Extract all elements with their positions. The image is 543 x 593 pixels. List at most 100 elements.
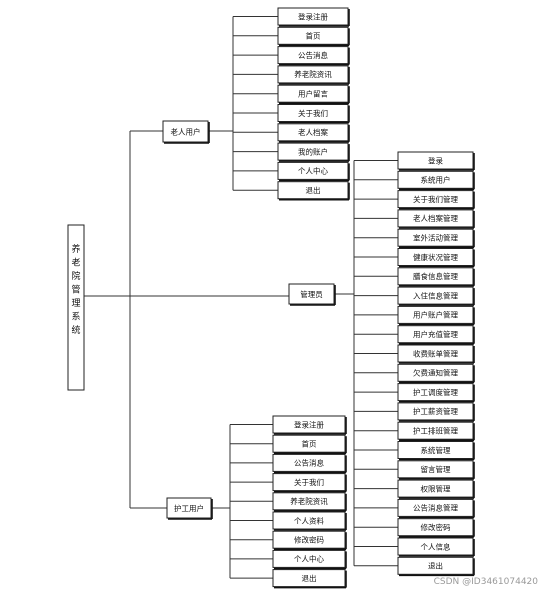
- admin-child-label: 权限管理: [421, 483, 451, 493]
- elder-child-label: 登录注册: [298, 11, 328, 21]
- admin-child-label: 修改密码: [421, 522, 451, 532]
- admin-child-box: [397, 248, 474, 266]
- admin-child-label: 公告消息管理: [413, 503, 458, 513]
- admin-child-node: 权限管理: [397, 479, 475, 499]
- caregiver-child-box: [272, 473, 346, 492]
- caregiver-child-node: 养老院资讯: [272, 492, 347, 512]
- root-label: 养老院管理系统: [71, 243, 80, 336]
- elder-child-node: 用户留言: [277, 84, 350, 104]
- elder-child-label: 首页: [306, 31, 321, 41]
- admin-child-label: 系统管理: [421, 445, 451, 455]
- admin-child-label: 收费账单管理: [413, 348, 458, 358]
- admin-child-node: 个人信息: [397, 537, 475, 557]
- admin-child-node: 退出: [397, 556, 475, 577]
- admin-child-node: 登录: [397, 151, 475, 171]
- admin-child-label: 退出: [428, 561, 443, 571]
- admin-child-node: 护工排班管理: [397, 421, 475, 442]
- admin-child-node: 室外活动管理: [397, 228, 475, 248]
- admin-child-box: [397, 421, 474, 440]
- admin-child-box: [397, 228, 474, 247]
- admin-child-label: 关于我们管理: [413, 194, 458, 204]
- admin-child-box: [397, 170, 474, 189]
- admin-child-node: 入住信息管理: [397, 286, 475, 306]
- elder-child-label: 公告消息: [298, 50, 328, 60]
- admin-child-label: 室外活动管理: [413, 233, 458, 243]
- caregiver-child-box: [272, 453, 346, 472]
- admin-child-label: 用户账户管理: [413, 310, 458, 320]
- elder-child-label: 我的账户: [298, 146, 328, 156]
- admin-child-box: [397, 209, 474, 228]
- elder-child-box: [277, 26, 349, 45]
- admin-child-box: [397, 286, 474, 305]
- caregiver-child-node: 个人资料: [272, 511, 347, 531]
- caregiver-child-label: 公告消息: [294, 458, 324, 468]
- connector-lines: [84, 16, 398, 579]
- elder-child-box: [277, 142, 349, 161]
- admin-child-label: 老人档案管理: [413, 213, 458, 223]
- admin-child-node: 系统管理: [397, 441, 475, 461]
- caregiver-child-label: 修改密码: [294, 535, 324, 545]
- admin-child-label: 个人信息: [421, 541, 451, 551]
- admin-child-node: 用户充值管理: [397, 325, 475, 345]
- admin-child-label: 膳食信息管理: [413, 271, 458, 281]
- branch-admin-children: 登录系统用户关于我们管理老人档案管理室外活动管理健康状况管理膳食信息管理入住信息…: [397, 151, 475, 577]
- admin-child-node: 健康状况管理: [397, 248, 475, 268]
- elder-child-node: 老人档案: [277, 123, 350, 143]
- admin-child-box: [397, 537, 474, 556]
- caregiver-child-box: [272, 511, 346, 530]
- elder-child-node: 关于我们: [277, 104, 350, 124]
- admin-child-node: 欠费通知管理: [397, 363, 475, 384]
- elder-child-label: 退出: [306, 185, 321, 195]
- elder-child-box: [277, 46, 349, 65]
- admin-child-node: 护工调度管理: [397, 383, 475, 403]
- caregiver-child-node: 首页: [272, 434, 347, 455]
- branch-caregiver-label: 护工用户: [174, 503, 204, 513]
- admin-child-box: [397, 363, 474, 382]
- elder-child-node: 退出: [277, 181, 350, 201]
- admin-child-box: [397, 190, 474, 209]
- caregiver-child-label: 个人资料: [294, 515, 324, 525]
- elder-child-box: [277, 181, 349, 200]
- admin-child-node: 留言管理: [397, 460, 475, 480]
- admin-child-box: [397, 151, 474, 170]
- caregiver-child-node: 退出: [272, 569, 347, 589]
- caregiver-child-box: [272, 492, 346, 511]
- elder-child-box: [277, 104, 349, 122]
- admin-child-box: [397, 479, 474, 498]
- caregiver-child-label: 关于我们: [294, 477, 324, 487]
- branch-admin-label: 管理员: [300, 289, 323, 299]
- admin-child-box: [397, 402, 474, 421]
- caregiver-child-node: 关于我们: [272, 473, 347, 493]
- admin-child-label: 系统用户: [421, 175, 451, 185]
- admin-child-box: [397, 498, 474, 517]
- admin-child-box: [397, 383, 474, 402]
- admin-child-node: 收费账单管理: [397, 344, 475, 364]
- admin-child-label: 留言管理: [421, 464, 451, 474]
- admin-child-box: [397, 518, 474, 537]
- elder-child-box: [277, 7, 349, 26]
- elder-child-box: [277, 161, 349, 180]
- branch-admin: 管理员 登录系统用户关于我们管理老人档案管理室外活动管理健康状况管理膳食信息管理…: [288, 151, 475, 577]
- admin-child-box: [397, 460, 474, 479]
- elder-child-label: 个人中心: [298, 166, 328, 176]
- admin-child-node: 膳食信息管理: [397, 267, 475, 287]
- admin-child-box: [397, 267, 474, 286]
- root-node: 养老院管理系统: [67, 224, 85, 391]
- branch-admin-box: [288, 283, 335, 305]
- branch-caregiver-box: [166, 497, 212, 519]
- elder-child-label: 用户留言: [298, 89, 328, 99]
- admin-child-box: [397, 344, 474, 363]
- elder-child-box: [277, 84, 349, 103]
- caregiver-child-box: [272, 569, 346, 588]
- admin-child-node: 关于我们管理: [397, 190, 475, 210]
- caregiver-child-box: [272, 415, 346, 434]
- branch-elder-box: [162, 120, 209, 143]
- admin-child-node: 公告消息管理: [397, 498, 475, 519]
- admin-child-box: [397, 305, 474, 324]
- admin-child-label: 健康状况管理: [413, 252, 458, 262]
- admin-child-node: 修改密码: [397, 518, 475, 538]
- elder-child-node: 登录注册: [277, 7, 350, 27]
